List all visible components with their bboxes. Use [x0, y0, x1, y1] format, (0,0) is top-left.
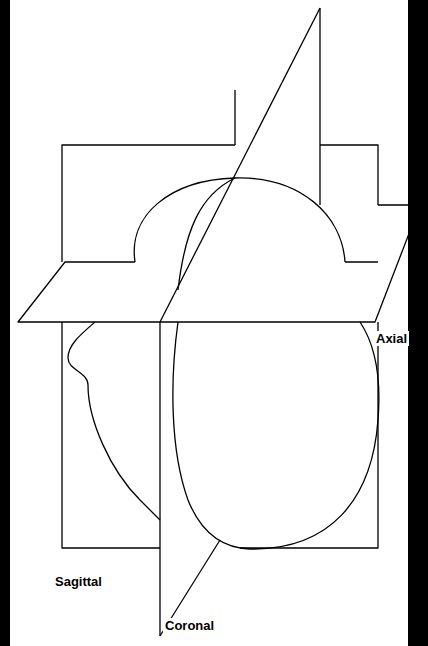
- coronal-plane: [159, 322, 160, 636]
- head-outline: [134, 178, 345, 262]
- coronal-section: [190, 178, 235, 270]
- coronal-plane: [319, 8, 320, 205]
- coronal-plane: [234, 90, 235, 145]
- sagittal-plane: [62, 322, 160, 548]
- plane-label: Coronal: [163, 618, 216, 633]
- axial-plane: [18, 262, 135, 322]
- axial-plane: [345, 261, 378, 262]
- plane-label: Sagittal: [53, 574, 104, 589]
- sagittal-plane: [320, 145, 378, 205]
- coronal-plane: [160, 540, 220, 636]
- background: [10, 0, 408, 646]
- sagittal-plane: [62, 145, 235, 262]
- axial-plane: [18, 205, 420, 322]
- head-outline: [173, 322, 379, 549]
- coronal-section: [178, 178, 235, 290]
- sagittal-plane: [240, 322, 378, 548]
- plane-label: Axial: [374, 331, 409, 346]
- face-profile: [68, 322, 160, 520]
- coronal-plane: [160, 8, 320, 322]
